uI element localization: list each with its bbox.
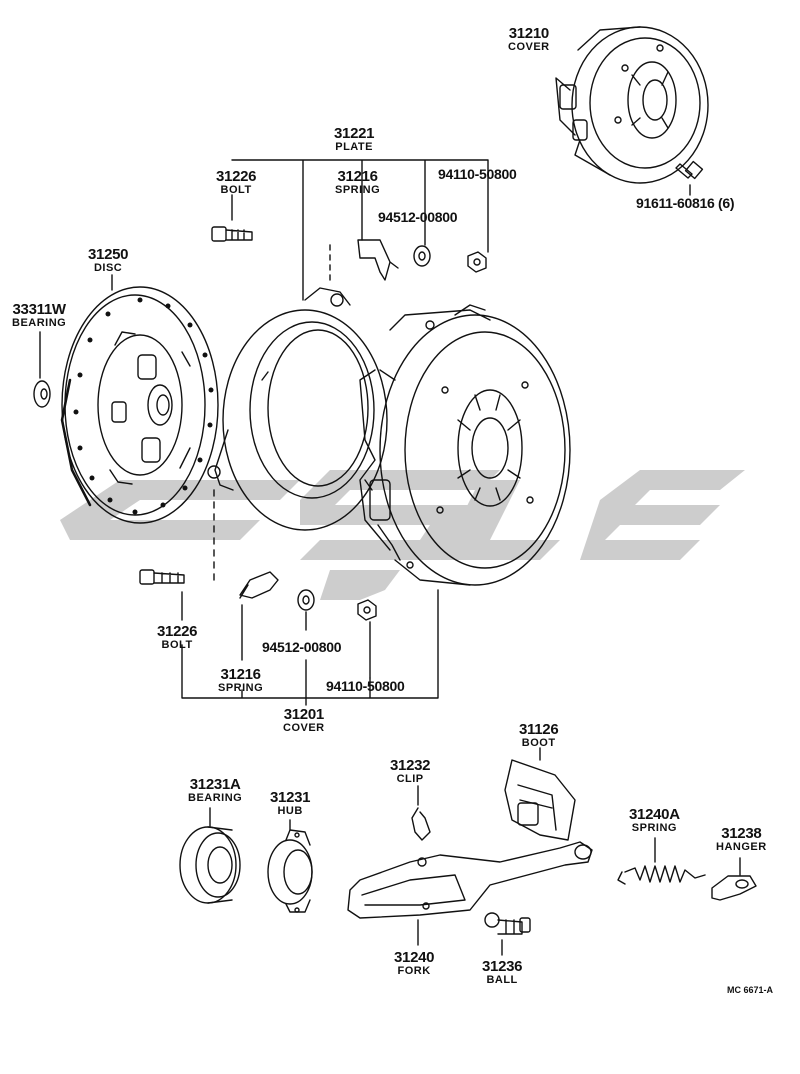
watermark-logo xyxy=(60,470,745,600)
washer-lower-drawing xyxy=(297,589,315,611)
part-label-94110-lower: 94110-50800 xyxy=(326,678,405,694)
ball-stud-drawing xyxy=(484,912,531,935)
part-label-94512-upper: 94512-00800 xyxy=(378,209,458,225)
nut-upper-drawing xyxy=(467,251,487,273)
release-bearing-drawing xyxy=(179,826,241,904)
clutch-disc-drawing xyxy=(60,286,219,524)
tension-spring-drawing xyxy=(617,865,706,885)
bolt-31226-lower-drawing xyxy=(139,569,185,585)
drawing-reference-code: MC 6671-A xyxy=(727,985,774,995)
hub-drawing xyxy=(267,829,313,913)
clip-drawing xyxy=(411,807,431,841)
part-label-91611: 91611-60816 (6) xyxy=(636,195,735,211)
hanger-drawing xyxy=(711,875,757,901)
nut-lower-drawing xyxy=(357,599,377,621)
pilot-bearing-drawing xyxy=(33,380,51,408)
part-label-94512-lower: 94512-00800 xyxy=(262,639,342,655)
clutch-cover-assembly-drawing xyxy=(359,304,571,586)
pressure-plate-drawing xyxy=(207,287,396,531)
washer-upper-drawing xyxy=(413,245,431,267)
part-label-94110-upper: 94110-50800 xyxy=(438,166,517,182)
release-fork-drawing xyxy=(347,841,593,919)
disc-rivets xyxy=(73,297,214,515)
boot-drawing xyxy=(504,759,576,841)
cover-assembly-small-drawing xyxy=(555,26,709,184)
bolt-31226-upper-drawing xyxy=(211,226,253,242)
bolt-91611-drawing xyxy=(675,160,704,180)
